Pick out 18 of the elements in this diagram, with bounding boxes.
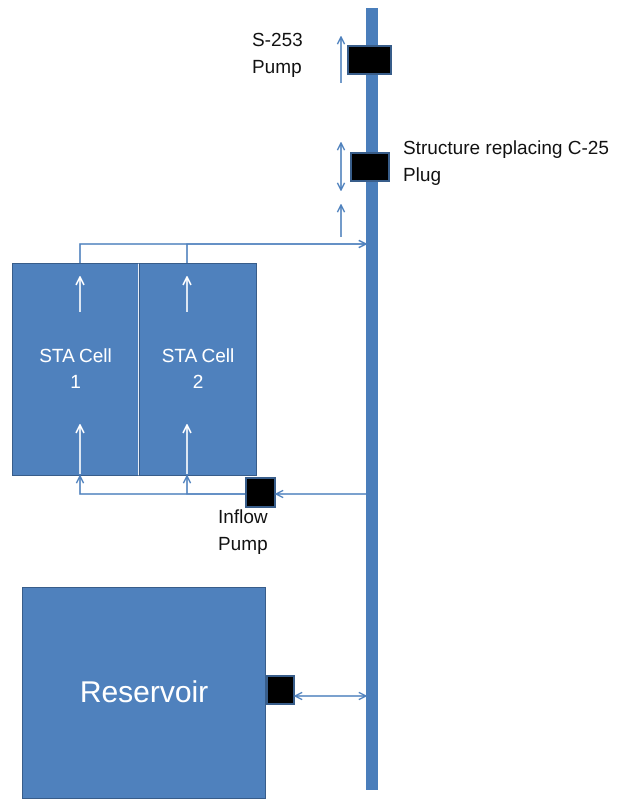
flow-arrow: [275, 490, 366, 498]
structure-label: Structure replacing C-25 Plug: [403, 137, 610, 188]
canal-bar: [366, 8, 378, 790]
cell-label: STA Cell 1: [38, 344, 113, 394]
structure-symbol: [350, 152, 390, 182]
reservoir-box: [22, 587, 266, 799]
flow-arrow: [186, 240, 367, 263]
sta-cell: [139, 263, 257, 476]
flow-arrow: [294, 692, 367, 700]
structure-label: S-253 Pump: [252, 29, 304, 80]
sta-cell: [12, 263, 140, 476]
structure-label: Inflow Pump: [218, 506, 269, 557]
flow-arrow: [182, 475, 245, 495]
pump-symbol: [347, 45, 392, 75]
pump-symbol: [266, 675, 295, 705]
cell-label: STA Cell 2: [160, 344, 236, 394]
reservoir-label: Reservoir: [80, 674, 208, 711]
pump-symbol: [245, 477, 276, 508]
